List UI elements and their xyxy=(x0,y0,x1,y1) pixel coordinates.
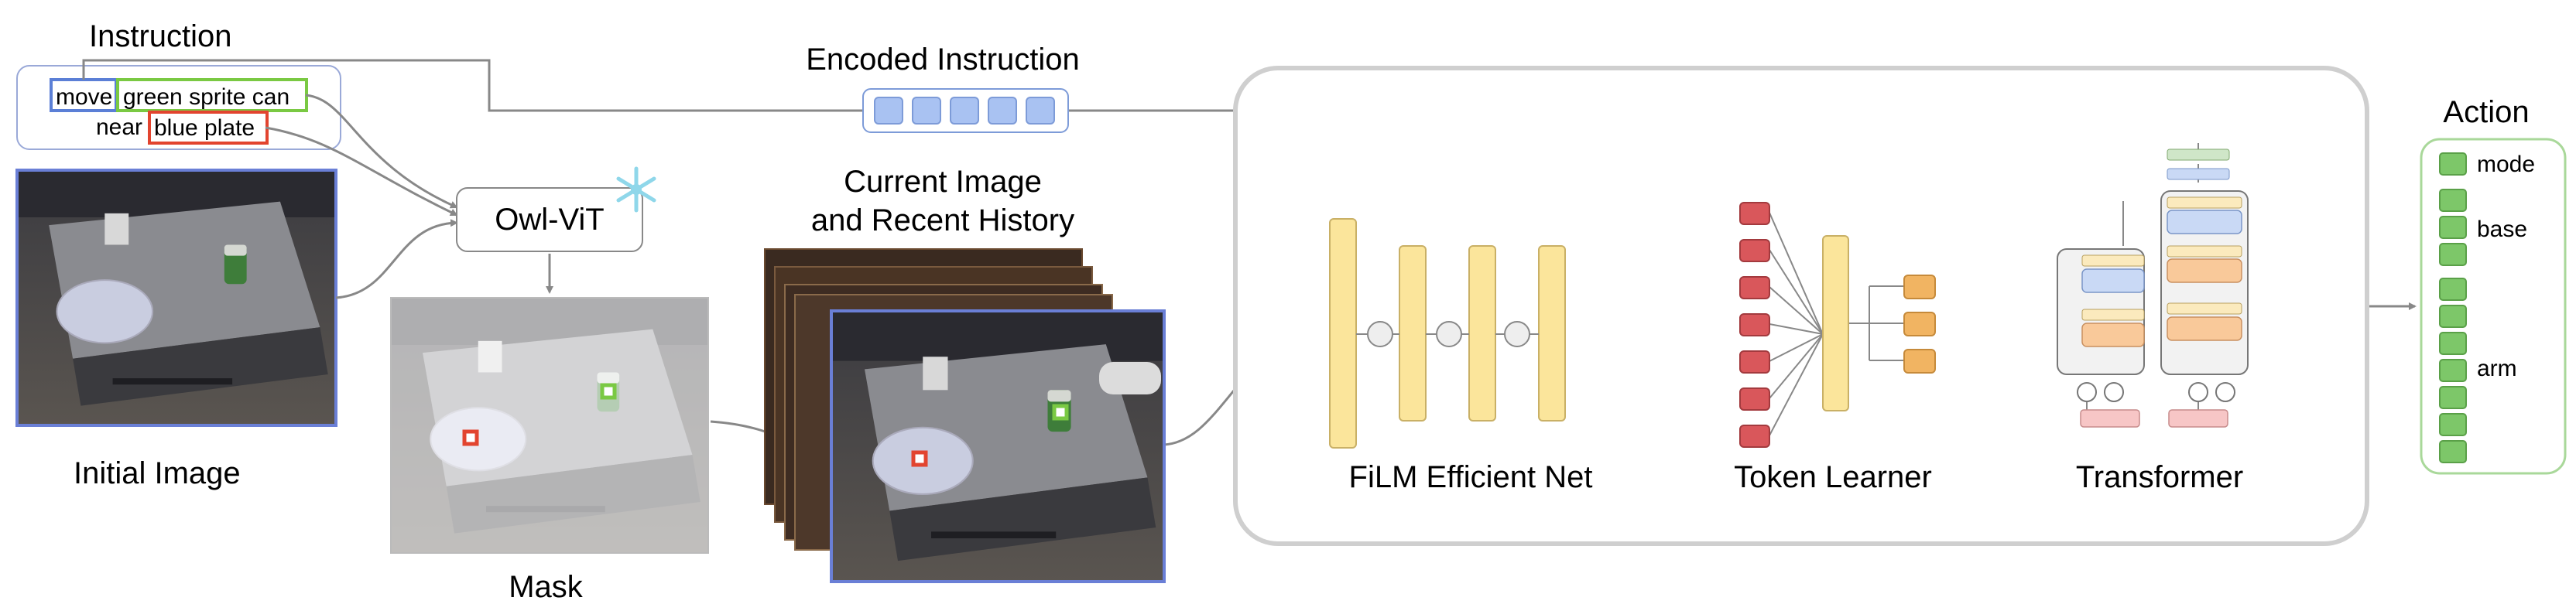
action-base-label: base xyxy=(2477,217,2527,242)
instruction-title: Instruction xyxy=(89,19,232,53)
encoded-token xyxy=(874,97,903,125)
input-embedding xyxy=(2168,409,2228,428)
film-conditioning-node xyxy=(1504,321,1530,347)
image-token xyxy=(1739,276,1770,299)
current-image xyxy=(830,309,1166,583)
film-layer xyxy=(1399,245,1427,422)
current-object-marker xyxy=(1052,404,1069,421)
image-token xyxy=(1739,313,1770,336)
image-token xyxy=(1739,239,1770,262)
encoded-token xyxy=(950,97,979,125)
mask-image xyxy=(390,297,709,554)
encoded-token xyxy=(912,97,941,125)
instruction-box xyxy=(16,65,341,150)
encoded-token xyxy=(1026,97,1055,125)
action-title: Action xyxy=(2443,95,2529,129)
action-slot xyxy=(2439,440,2467,463)
action-slot xyxy=(2439,216,2467,239)
film-conditioning-node xyxy=(1436,321,1462,347)
token-learner-block xyxy=(1739,202,1936,448)
image-token xyxy=(1739,202,1770,225)
image-token xyxy=(1739,425,1770,448)
film-efficientnet-block xyxy=(1329,218,1566,449)
input-embedding xyxy=(2080,409,2140,428)
instruction-target-word: blue plate xyxy=(154,115,255,141)
action-slot xyxy=(2439,386,2467,409)
action-slot xyxy=(2439,189,2467,212)
current-target-marker xyxy=(911,450,928,467)
encoded-instruction-tokens xyxy=(874,97,1055,125)
action-slot xyxy=(2439,413,2467,436)
current-image-label-line1: Current Image xyxy=(844,165,1042,199)
action-slots xyxy=(2439,152,2467,463)
action-slot xyxy=(2439,243,2467,266)
film-layer xyxy=(1538,245,1566,422)
action-slot xyxy=(2439,305,2467,328)
instruction-object-word: green sprite can xyxy=(123,84,289,110)
image-token xyxy=(1739,350,1770,374)
action-slot xyxy=(2439,152,2467,176)
encoded-token xyxy=(988,97,1017,125)
action-slot xyxy=(2439,359,2467,382)
encoded-instruction-label: Encoded Instruction xyxy=(806,43,1080,77)
learned-token xyxy=(1903,312,1936,336)
film-layer xyxy=(1329,218,1357,449)
current-image-label-line2: and Recent History xyxy=(811,203,1074,237)
instruction-near-word: near xyxy=(96,114,142,140)
initial-image xyxy=(15,169,337,427)
learned-token xyxy=(1903,349,1936,374)
mask-label: Mask xyxy=(509,570,584,604)
image-token xyxy=(1739,387,1770,411)
film-layer xyxy=(1468,245,1496,422)
robot-gripper xyxy=(1099,362,1161,394)
instruction-move-word: move xyxy=(56,84,112,110)
action-arm-label: arm xyxy=(2477,356,2517,381)
action-slot xyxy=(2439,278,2467,301)
owl-vit-box xyxy=(456,187,643,252)
token-learner-label: Token Learner xyxy=(1734,460,1932,494)
transformer-label: Transformer xyxy=(2076,460,2243,494)
owl-vit-label: Owl-ViT xyxy=(495,203,604,237)
token-learner-layer xyxy=(1822,235,1849,411)
learned-token xyxy=(1903,275,1936,299)
action-mode-label: mode xyxy=(2477,152,2535,177)
transformer-block xyxy=(2057,143,2249,428)
film-label: FiLM Efficient Net xyxy=(1349,460,1593,494)
mask-object-marker xyxy=(600,383,617,400)
film-conditioning-node xyxy=(1367,321,1393,347)
mask-target-marker xyxy=(462,429,479,446)
initial-image-label: Initial Image xyxy=(74,456,241,490)
action-slot xyxy=(2439,332,2467,355)
snowflake-icon xyxy=(616,166,656,213)
